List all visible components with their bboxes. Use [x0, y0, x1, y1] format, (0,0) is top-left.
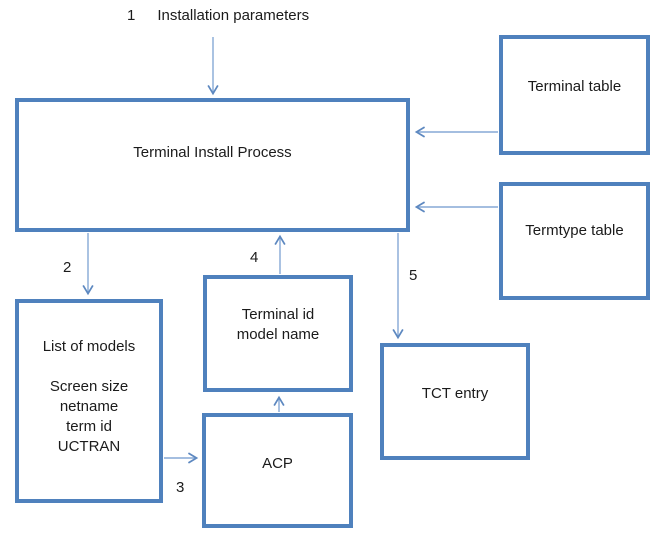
step-3-number: 3	[176, 479, 185, 496]
terminal-install-process-box: Terminal Install Process	[15, 98, 410, 232]
terminal-id-model-name-line: Terminal id	[241, 305, 315, 323]
acp-box: ACP	[202, 413, 353, 528]
terminal-table-label: Terminal table	[527, 78, 622, 95]
list-of-models-line: UCTRAN	[57, 438, 121, 455]
step-2-number: 2	[63, 259, 72, 276]
tct-entry-box: TCT entry	[380, 343, 530, 460]
step-4-number: 4	[250, 249, 259, 266]
list-of-models-line: Screen size	[49, 378, 129, 395]
list-of-models-line: List of models	[42, 338, 136, 355]
step-1-number: 1	[127, 7, 136, 24]
terminal-id-model-name-line: model name	[236, 325, 320, 343]
step-1-label: Installation parameters	[157, 7, 310, 24]
termtype-table-box: Termtype table	[499, 182, 650, 300]
acp-label: ACP	[262, 454, 293, 472]
terminal-table-box: Terminal table	[499, 35, 650, 155]
tct-entry-label: TCT entry	[421, 384, 489, 402]
step-5-number: 5	[409, 267, 418, 284]
list-of-models-line: term id	[66, 418, 112, 435]
list-of-models-line: netname	[59, 398, 119, 415]
list-of-models-box: List of models Screen size netname term …	[15, 299, 163, 503]
terminal-id-model-name-box: Terminal id model name	[203, 275, 353, 392]
termtype-table-label: Termtype table	[525, 222, 624, 239]
terminal-install-process-label: Terminal Install Process	[133, 144, 292, 161]
step-1-caption: 1 Installation parameters	[127, 7, 309, 25]
